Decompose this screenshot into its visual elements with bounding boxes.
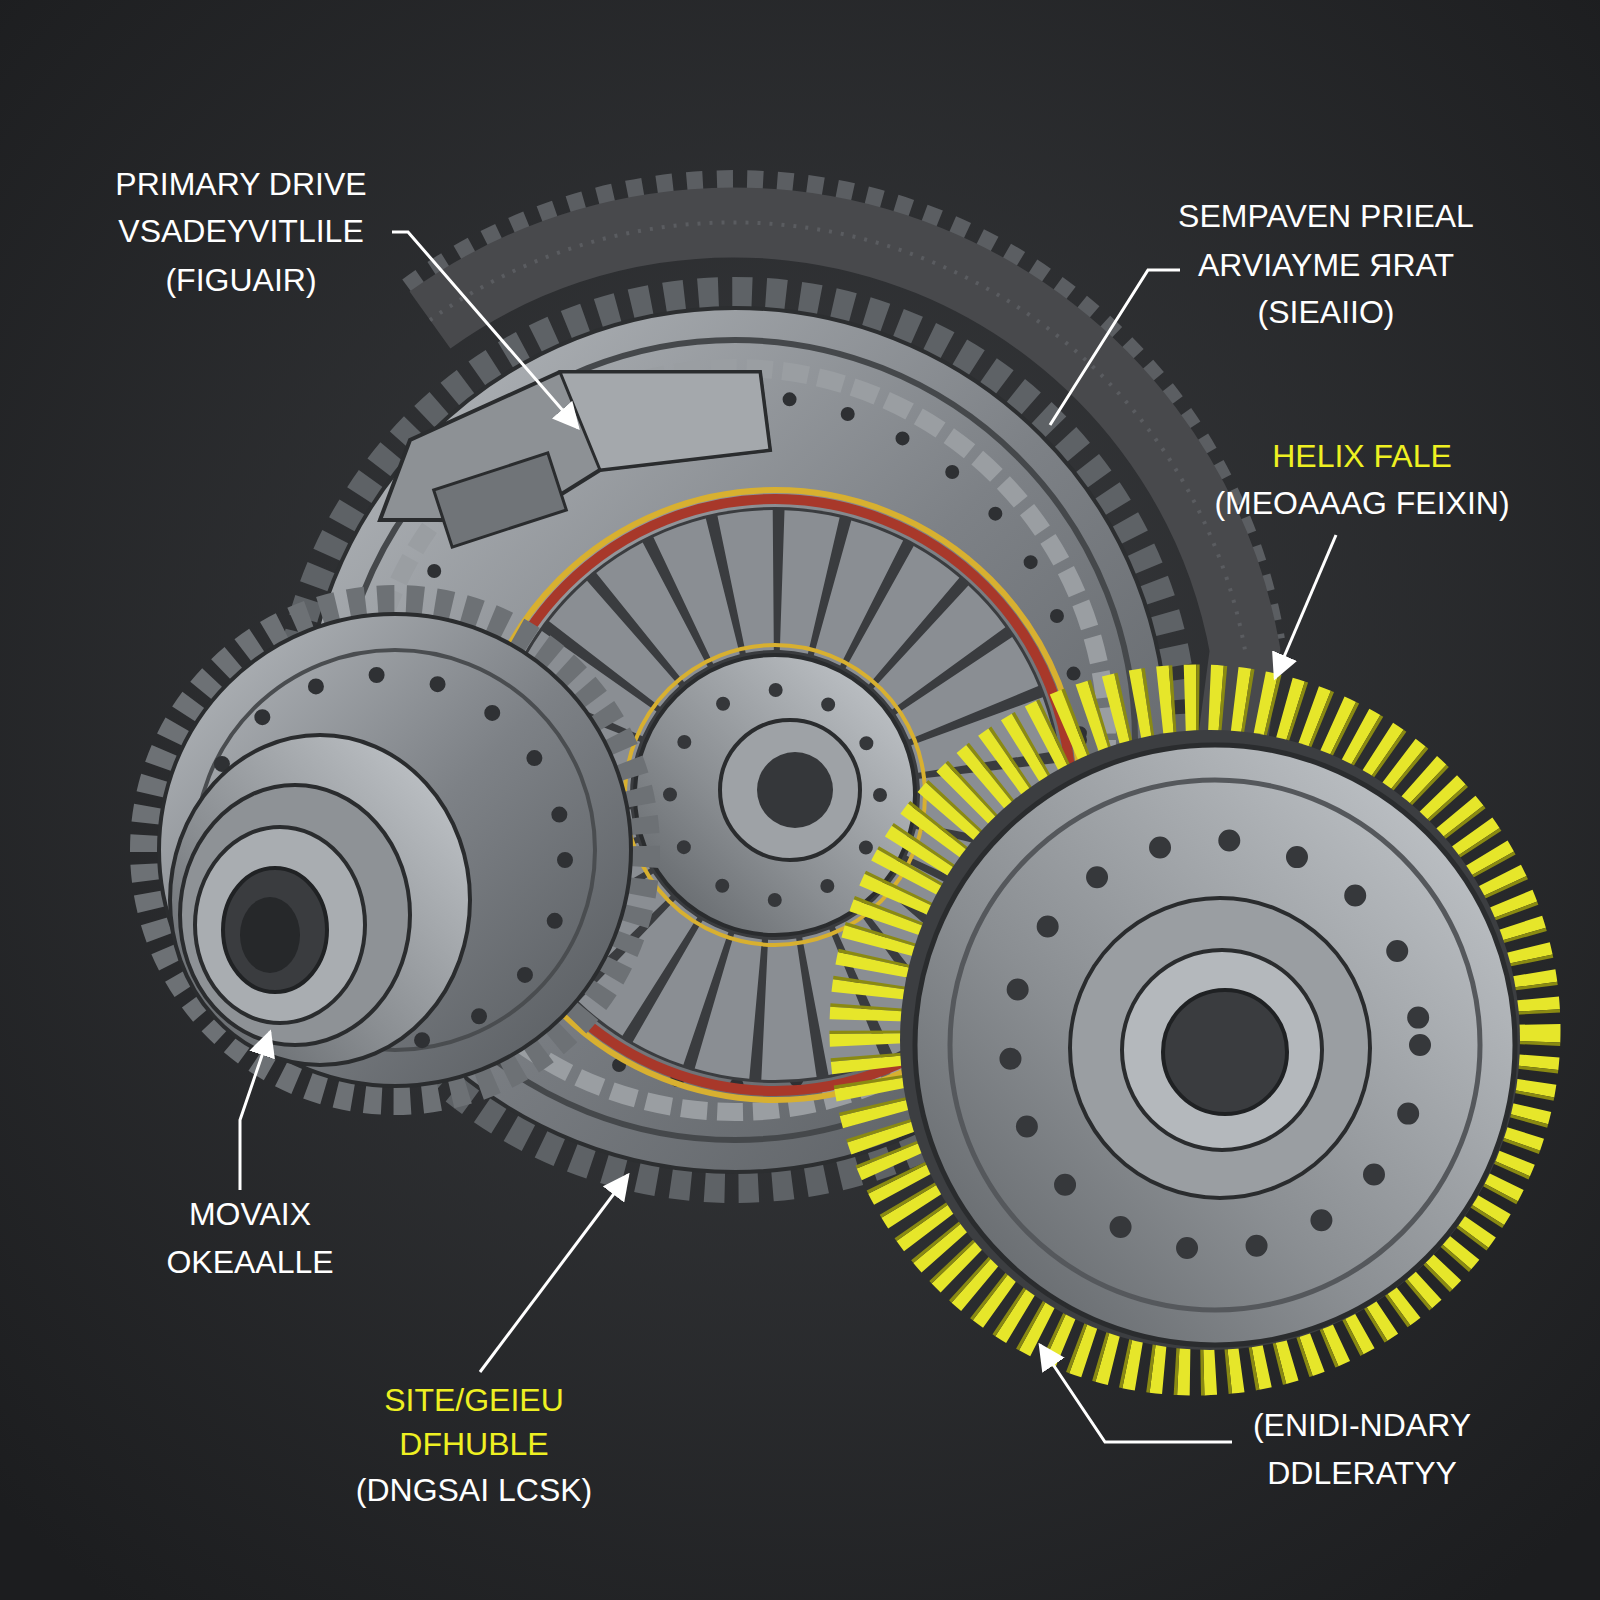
highlight-label: DFHUBLE <box>399 1426 548 1462</box>
part-label: (DNGSAI LCSK) <box>356 1472 592 1508</box>
part-label: (SIEAIIO) <box>1258 294 1395 330</box>
part-label: SEMPAVEN PRIEAL <box>1178 198 1474 234</box>
part-label: (MEOAAAG FEIXIN) <box>1214 485 1509 521</box>
part-label: VSADEYVITLILE <box>118 213 363 249</box>
part-label: (FIGUAIR) <box>165 262 316 298</box>
part-label: (ENIDI-NDARY <box>1253 1407 1471 1443</box>
part-label: ARVIAYME ЯRAT <box>1198 247 1454 283</box>
part-label: PRIMARY DRIVE <box>115 166 366 202</box>
leader-lines <box>240 232 1336 1442</box>
highlight-label: HELIX FALE <box>1272 438 1452 474</box>
secondary-sheave <box>877 712 1520 1350</box>
primary-gear <box>145 600 645 1100</box>
part-label: MOVAIX <box>189 1196 311 1232</box>
highlight-label: SITE/GEIEU <box>384 1382 564 1418</box>
part-label: OKEAALLE <box>166 1244 333 1280</box>
part-label: DDLERATYY <box>1267 1455 1457 1491</box>
